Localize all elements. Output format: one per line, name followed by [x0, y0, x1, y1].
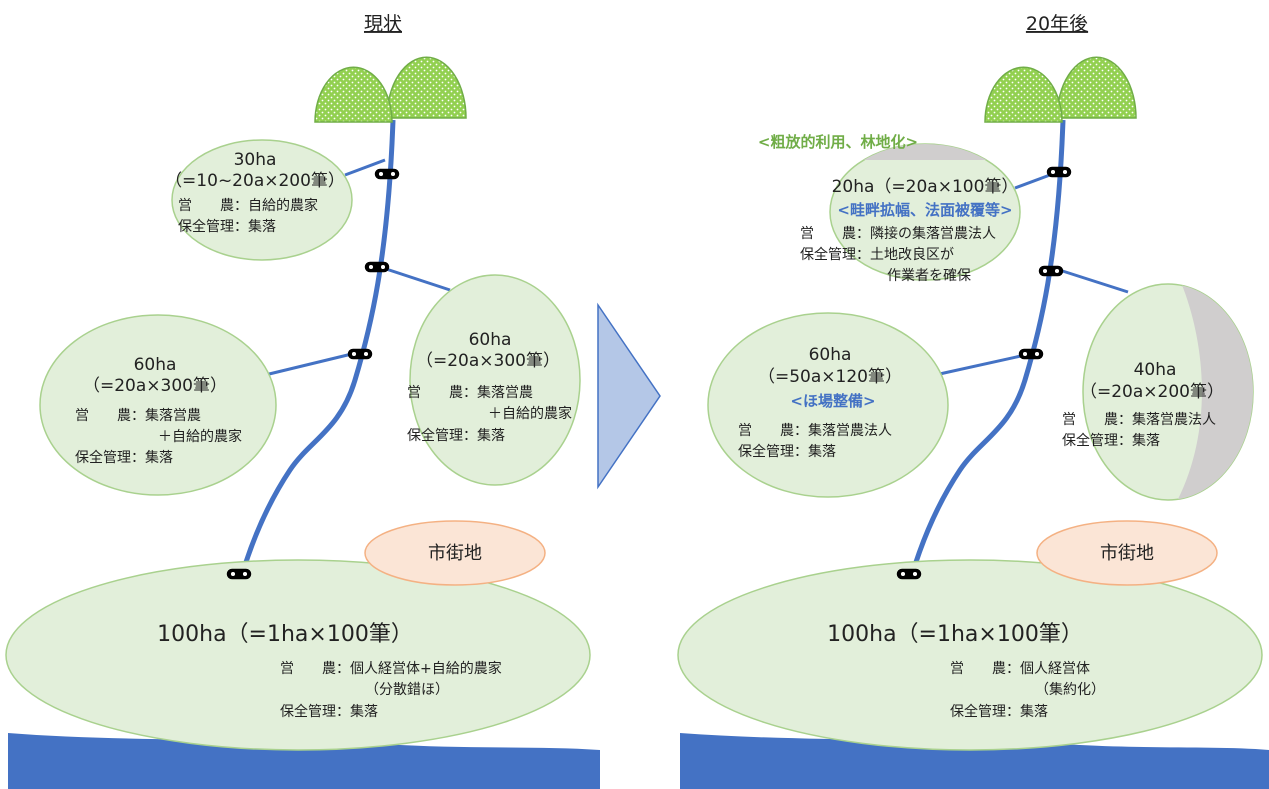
city-area-right — [1036, 520, 1218, 586]
river — [8, 733, 600, 789]
p30-area: 30ha — [234, 150, 277, 170]
p60a-area: 60ha — [134, 355, 177, 375]
p40-detail: （=20a×200筆） — [1080, 382, 1224, 402]
p60b-detail: （=20a×300筆） — [416, 351, 560, 371]
p100-line3: 保全管理：集落 — [280, 703, 378, 720]
p40-line1: 営 農：集落営農法人 — [1062, 411, 1216, 428]
right-panel: 20年後 <粗放的利用、林地化> — [677, 13, 1269, 789]
abandon-note: <粗放的利用、林地化> — [758, 133, 918, 151]
p20-line1: 営 農：隣接の集落営農法人 — [800, 225, 996, 242]
parcel-60ha-left — [39, 314, 277, 496]
water-gate-icon — [226, 168, 400, 580]
p30-line1: 営 農：自給的農家 — [178, 197, 318, 214]
p60-area: 60ha — [809, 345, 852, 365]
water-gate-icon — [896, 166, 1072, 580]
abandoned-area-right — [1175, 284, 1253, 500]
p60b-line1: 営 農：集落営農 — [407, 384, 533, 401]
city-label-right: 市街地 — [1100, 543, 1154, 564]
p100r-area: 100ha（=1ha×100筆） — [827, 622, 1083, 647]
p20-area: 20ha（=20a×100筆） — [832, 177, 1019, 197]
p20-line3: 作業者を確保 — [887, 268, 971, 284]
p60a-line3: 保全管理：集落 — [75, 449, 173, 466]
p30-detail: （=10~20a×200筆） — [165, 171, 345, 191]
parcel-100ha-right — [677, 559, 1263, 751]
p20-note: <畦畔拡幅、法面被覆等> — [837, 201, 1012, 219]
p40-area: 40ha — [1134, 360, 1177, 380]
p60b-area: 60ha — [469, 330, 512, 350]
p60a-detail: （=20a×300筆） — [83, 376, 227, 396]
p100-line2: （分散錯ほ） — [365, 682, 449, 698]
p40-line2: 保全管理：集落 — [1062, 432, 1160, 449]
p60-line2: 保全管理：集落 — [738, 443, 836, 460]
p60b-line2: ＋自給的農家 — [488, 405, 572, 422]
parcel-30ha — [171, 139, 353, 261]
p100r-line2: （集約化） — [1035, 681, 1105, 698]
p20-line2: 保全管理：土地改良区が — [800, 246, 954, 263]
p60a-line1: 営 農：集落営農 — [75, 407, 201, 424]
sprout-leaf-icon — [314, 56, 467, 123]
p60b-line3: 保全管理：集落 — [407, 427, 505, 444]
right-heading: 20年後 — [1026, 13, 1088, 35]
p100r-line1: 営 農：個人経営体 — [950, 661, 1090, 677]
p100-area: 100ha（=1ha×100筆） — [157, 622, 413, 647]
sprout-leaf-icon — [984, 56, 1137, 123]
abandoned-area-top — [863, 144, 987, 160]
transition-arrow-icon — [597, 302, 661, 490]
left-heading: 現状 — [364, 13, 402, 35]
river-right — [680, 733, 1269, 789]
city-label: 市街地 — [428, 543, 482, 564]
p60-line1: 営 農：集落営農法人 — [738, 422, 892, 439]
p60-detail: （=50a×120筆） — [758, 367, 902, 387]
p30-line2: 保全管理：集落 — [178, 218, 276, 235]
city-area — [364, 520, 546, 586]
left-panel: 現状 30ha — [5, 13, 600, 789]
p60a-line2: ＋自給的農家 — [158, 428, 242, 445]
parcel-60ha-right-panel — [707, 312, 949, 498]
p100r-line3: 保全管理：集落 — [950, 703, 1048, 720]
p60-note: <ほ場整備> — [790, 392, 875, 410]
parcel-100ha — [5, 559, 591, 751]
p100-line1: 営 農：個人経営体+自給的農家 — [280, 660, 502, 677]
parcel-60ha-right — [409, 274, 581, 486]
